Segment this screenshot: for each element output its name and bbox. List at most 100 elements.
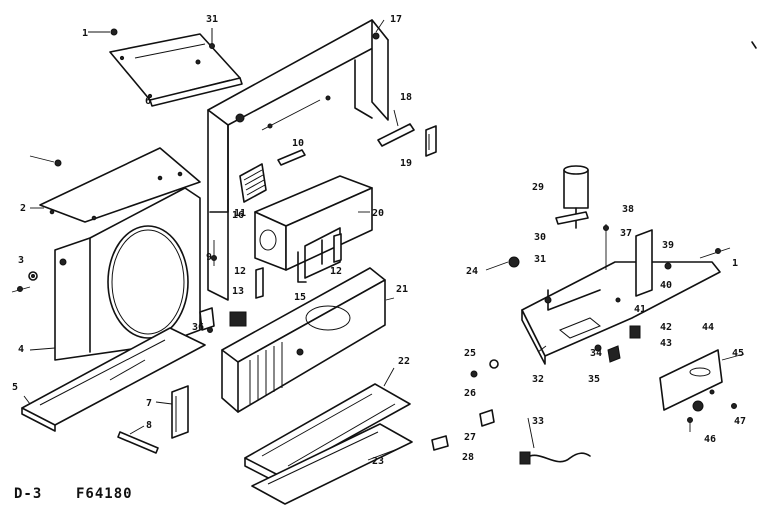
- grommet-24: [508, 256, 520, 268]
- callout-15: 15: [294, 292, 306, 303]
- switch-41: [629, 325, 641, 339]
- screw-1-right: [699, 247, 731, 259]
- drain-pan-22: [244, 383, 411, 485]
- callout-27: 27: [464, 432, 476, 443]
- callout-1-right: 1: [732, 258, 738, 269]
- callout-40: 40: [660, 280, 672, 291]
- callout-23: 23: [372, 456, 384, 467]
- callout-26: 26: [464, 388, 476, 399]
- callout-33: 33: [532, 416, 544, 427]
- callout-32: 32: [532, 374, 544, 385]
- screw-37: [603, 224, 609, 270]
- clip-15: [297, 239, 323, 283]
- power-cord-33: [519, 451, 591, 465]
- bracket-38: [635, 229, 653, 297]
- callout-19: 19: [400, 158, 412, 169]
- strap-30: [555, 211, 589, 225]
- clip-25: [489, 359, 499, 369]
- callout-labels: 1 31 17 6 2 18 3 10 19 11 20 12 13 15 21…: [12, 14, 746, 467]
- part-26: [470, 370, 478, 378]
- callout-28: 28: [462, 452, 474, 463]
- knob-39: [664, 262, 672, 270]
- motor-housing: [254, 175, 373, 279]
- callout-31-top: 31: [206, 14, 218, 25]
- callout-3: 3: [18, 255, 24, 266]
- callout-12-right: 12: [330, 266, 342, 277]
- base-tray: [21, 327, 206, 432]
- grille-housing: [54, 187, 201, 361]
- rod-18: [377, 109, 415, 147]
- callout-31-right: 31: [534, 254, 546, 265]
- screw-9: [211, 240, 217, 266]
- callout-22: 22: [398, 356, 410, 367]
- callout-45: 45: [732, 348, 744, 359]
- screw-left-small: [11, 286, 31, 293]
- leader-lines: [23, 19, 745, 461]
- callout-24: 24: [466, 266, 478, 277]
- connector-13: [229, 311, 247, 327]
- callout-6: 6: [145, 96, 151, 107]
- callout-18: 18: [400, 92, 412, 103]
- callout-35: 35: [588, 374, 600, 385]
- callout-5: 5: [12, 382, 18, 393]
- part-36-small: [199, 307, 215, 333]
- callout-4: 4: [18, 344, 24, 355]
- part-27: [479, 409, 495, 427]
- callout-42: 42: [660, 322, 672, 333]
- callout-29: 29: [532, 182, 544, 193]
- screw-1-left: [29, 155, 62, 167]
- callout-38: 38: [622, 204, 634, 215]
- callout-12-left: 12: [234, 266, 246, 277]
- capacitor-29: [563, 165, 589, 229]
- top-cover-plate: [109, 33, 243, 107]
- screw-47: [731, 403, 737, 409]
- callout-25: 25: [464, 348, 476, 359]
- control-panel-45: [659, 349, 723, 412]
- rod-8: [117, 431, 159, 454]
- part-34: [594, 344, 602, 352]
- callout-30: 30: [534, 232, 546, 243]
- screw-31-top: [209, 28, 215, 49]
- callout-17: 17: [390, 14, 402, 25]
- callout-8: 8: [146, 420, 152, 431]
- coil-frame: [221, 267, 386, 413]
- callout-43: 43: [660, 338, 672, 349]
- callout-44: 44: [702, 322, 714, 333]
- callout-36: 36: [192, 322, 204, 333]
- callout-41: 41: [634, 304, 646, 315]
- clip-12-right: [333, 233, 342, 263]
- callout-1-top: 1: [82, 28, 88, 39]
- footer-code: D-3: [14, 486, 42, 502]
- stray-mark: [751, 41, 757, 49]
- knob-3: [28, 271, 38, 281]
- callout-37: 37: [620, 228, 632, 239]
- callout-7: 7: [146, 398, 152, 409]
- callout-21: 21: [396, 284, 408, 295]
- screw-46: [687, 417, 693, 432]
- screw-1-top: [88, 28, 118, 36]
- callout-39: 39: [662, 240, 674, 251]
- hatched-panel: [239, 163, 267, 203]
- callout-10: 10: [292, 138, 304, 149]
- fan-shroud-top: [39, 147, 201, 223]
- callout-2: 2: [20, 203, 26, 214]
- rod-10: [277, 149, 306, 166]
- callout-11: 11: [234, 208, 246, 219]
- callout-16: 16: [232, 210, 244, 221]
- part-35: [607, 345, 621, 363]
- clip-12-left: [255, 267, 264, 299]
- callout-20: 20: [372, 208, 384, 219]
- control-chassis: [521, 261, 721, 365]
- callout-34: 34: [590, 348, 602, 359]
- bracket-19: [425, 125, 437, 157]
- footer-id: F64180: [76, 486, 133, 502]
- callout-9: 9: [206, 252, 212, 263]
- cabinet-shell: [207, 19, 389, 301]
- drain-pan-23: [251, 423, 413, 505]
- callout-13: 13: [232, 286, 244, 297]
- callout-46: 46: [704, 434, 716, 445]
- callout-47: 47: [734, 416, 746, 427]
- bracket-7: [171, 385, 189, 439]
- part-28: [431, 435, 449, 451]
